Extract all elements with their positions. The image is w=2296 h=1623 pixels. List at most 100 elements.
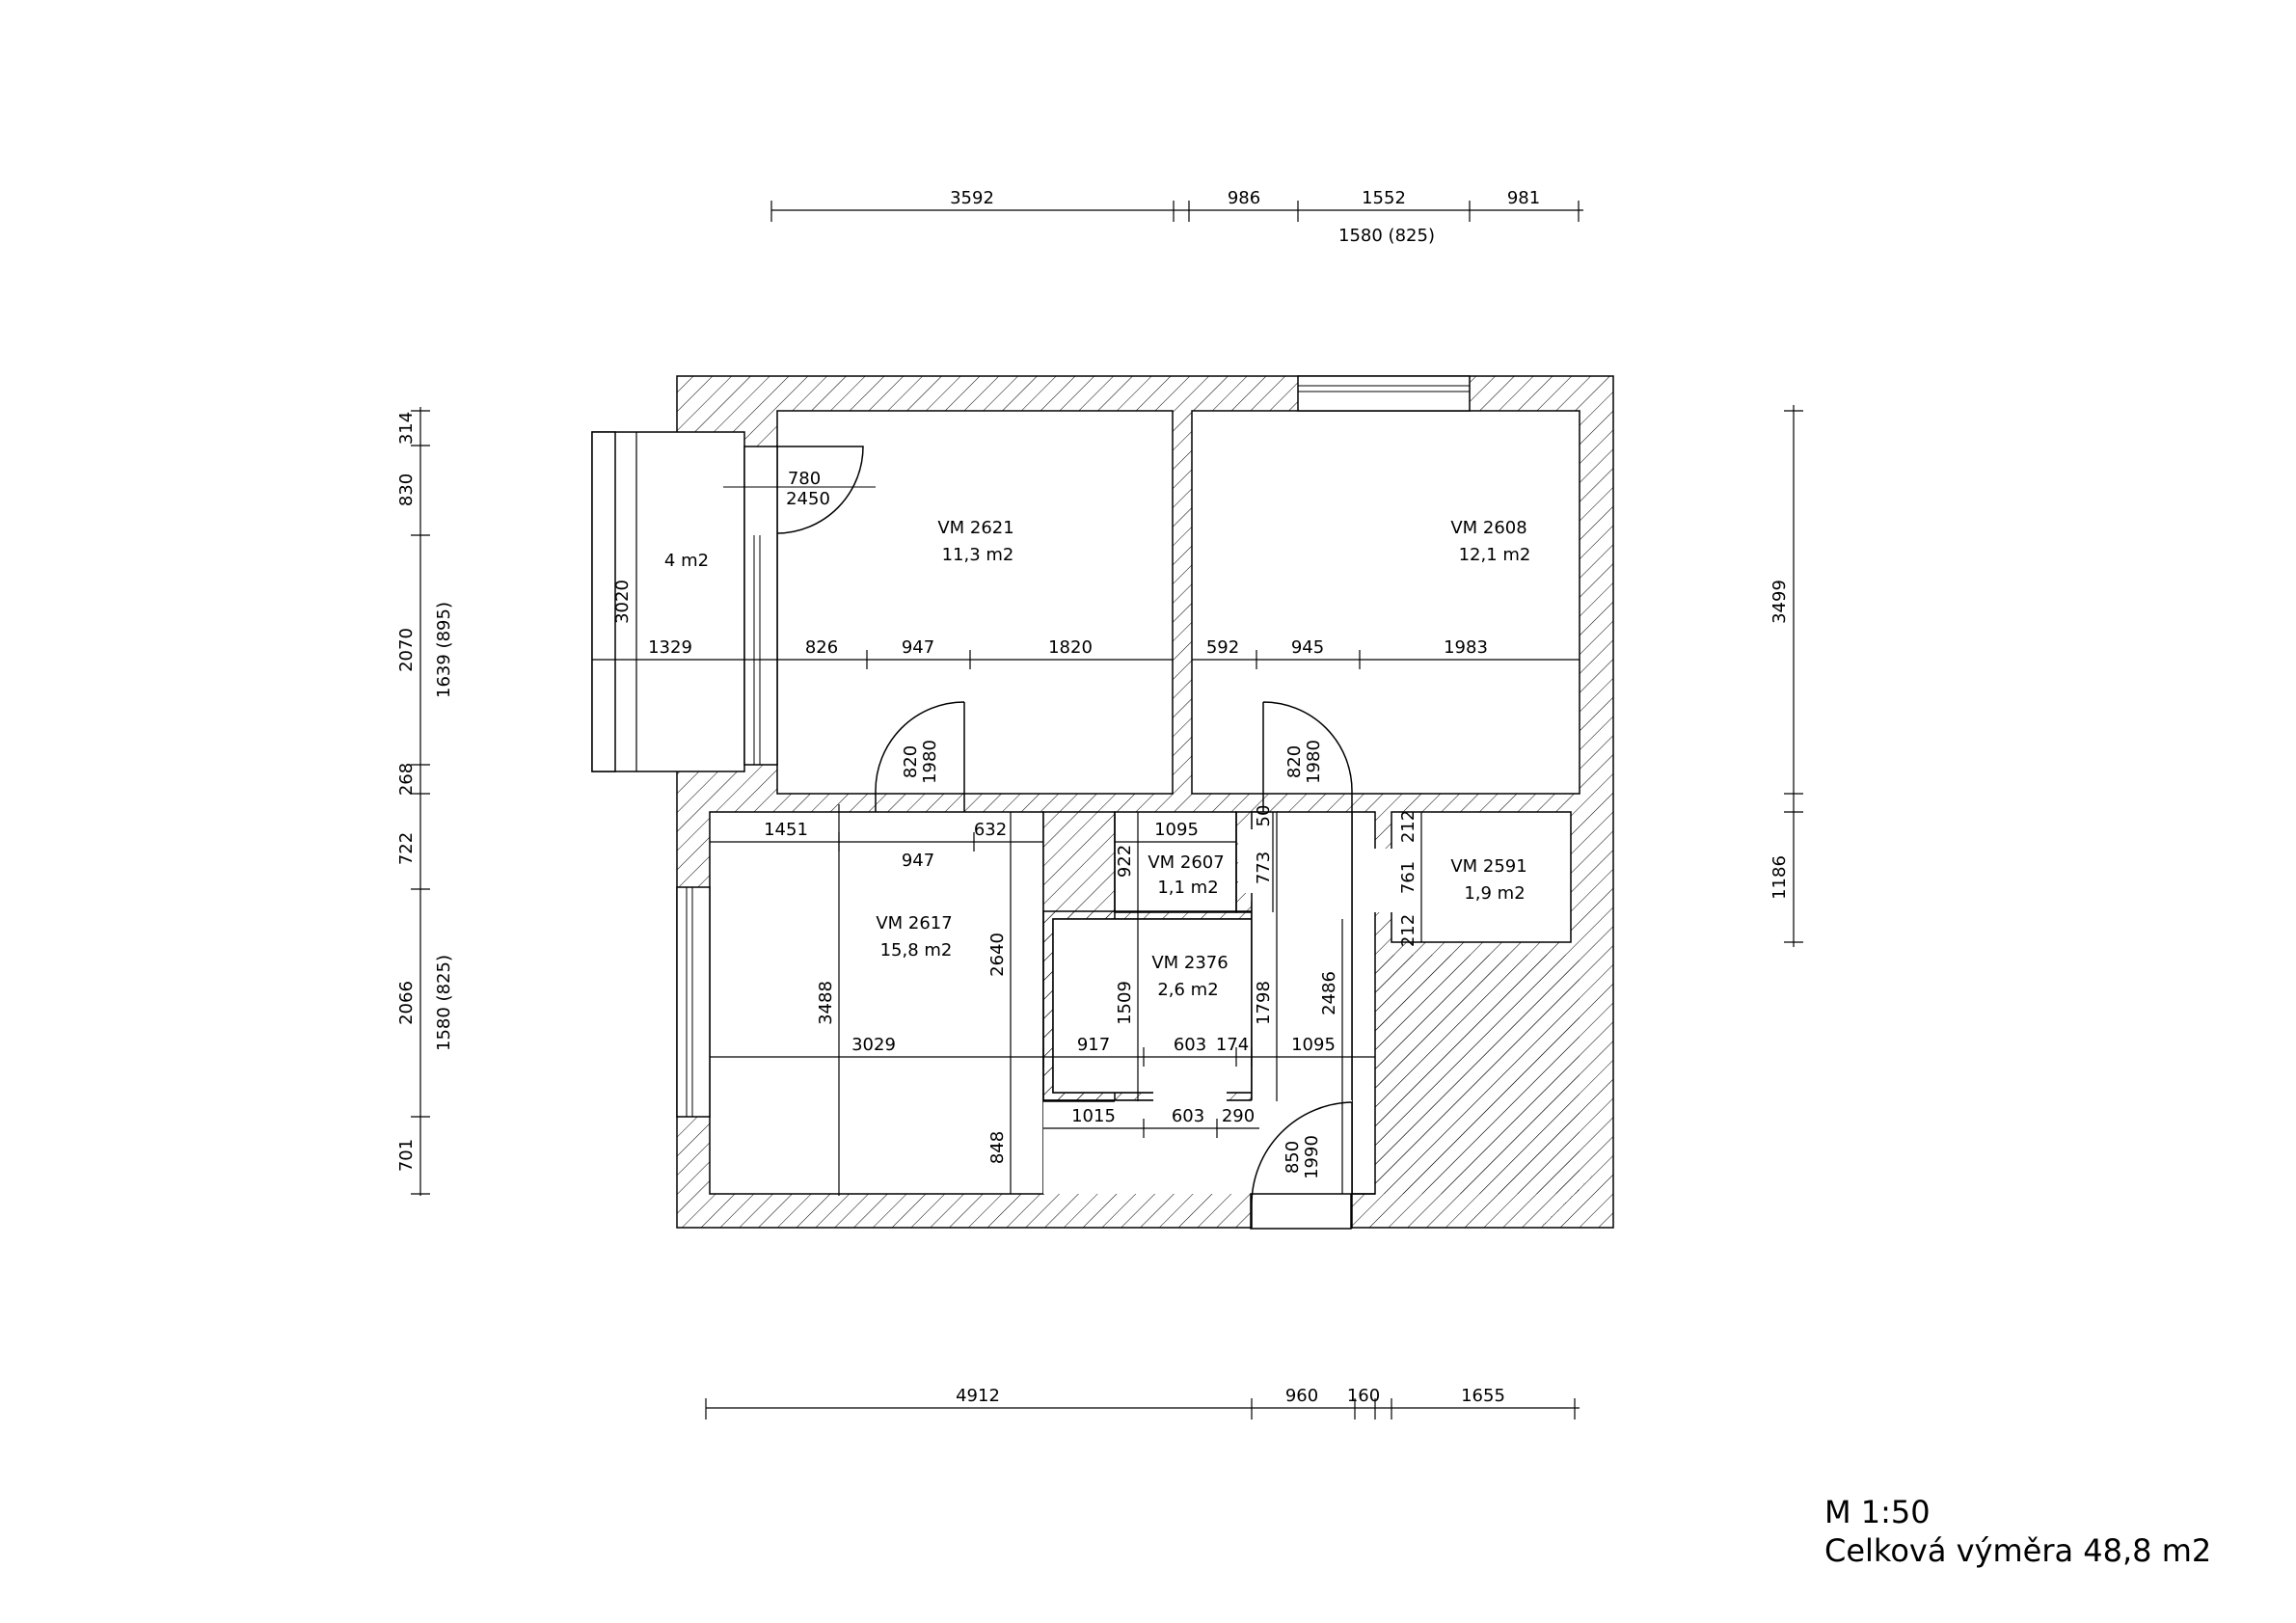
room-labels: VM 2621 11,3 m2 VM 2608 12,1 m2 VM 2617 … <box>664 518 1530 1000</box>
dim-2617-partial: 2640 <box>987 933 1008 977</box>
balcony-floor <box>591 431 745 772</box>
dim-top-3: 1552 <box>1362 188 1406 208</box>
dim-door-a-height: 1980 <box>920 740 940 784</box>
dim-left-4: 268 <box>396 763 417 796</box>
window-left <box>676 886 711 1118</box>
dimension-lines <box>411 201 1803 1420</box>
dim-balcony-height: 3020 <box>612 580 633 624</box>
room-2607-id: VM 2607 <box>1148 852 1224 873</box>
dim-2608-a: 592 <box>1206 637 1239 658</box>
dim-mid-b: 603 <box>1174 1035 1206 1055</box>
right-hatched-block <box>1375 955 1580 1194</box>
dim-corridor-1798: 1798 <box>1254 981 1274 1025</box>
legend: M 1:50 Celková výměra 48,8 m2 <box>1824 1493 2211 1570</box>
dim-balcony-width: 1329 <box>648 637 692 658</box>
dim-top-2: 986 <box>1228 188 1260 208</box>
dim-2621-c: 1820 <box>1048 637 1093 658</box>
dim-2617-width: 3029 <box>851 1035 896 1055</box>
dim-2591-gap-top: 212 <box>1398 810 1418 843</box>
dim-bottom-3: 160 <box>1347 1386 1380 1406</box>
dim-top-1: 3592 <box>950 188 994 208</box>
dim-bottom-4: 1655 <box>1461 1386 1505 1406</box>
dim-entry-door: 780 <box>788 469 821 489</box>
room-2617-area: 15,8 m2 <box>880 940 953 960</box>
dim-top-4: 981 <box>1507 188 1540 208</box>
room-2607-floor <box>1114 811 1237 913</box>
door-2608-swing <box>1262 701 1353 812</box>
dim-left-6: 2066 <box>396 981 417 1025</box>
doors <box>723 446 1392 1229</box>
room-2617-id: VM 2617 <box>876 913 952 933</box>
dim-mid-d: 1095 <box>1291 1035 1336 1055</box>
dim-left-7: 701 <box>396 1139 417 1172</box>
bath2-door-gap <box>1153 1088 1227 1101</box>
balcony-railing <box>591 431 616 772</box>
window-top <box>1297 375 1471 412</box>
scale-label: M 1:50 <box>1824 1494 1931 1530</box>
room-2376-area: 2,6 m2 <box>1157 980 1218 1000</box>
dim-2621-b: 947 <box>902 637 934 658</box>
dim-right-2: 1186 <box>1769 855 1790 900</box>
wc-door-gap <box>1238 829 1256 893</box>
wc-corridor-wall <box>1351 811 1376 1195</box>
room-2376-id: VM 2376 <box>1151 953 1228 973</box>
dim-2376-depth: 1509 <box>1115 981 1135 1025</box>
door-2621-swing <box>875 701 965 812</box>
room-2608-area: 12,1 m2 <box>1459 545 1531 565</box>
room-2608-id: VM 2608 <box>1450 518 1526 538</box>
dim-corridor-50: 50 <box>1254 805 1274 827</box>
dim-main-door-height: 1990 <box>1302 1135 1322 1179</box>
dim-left-window-1: 1639 (895) <box>434 602 454 698</box>
dim-door-a-width: 820 <box>901 745 921 778</box>
dim-bottom-2: 960 <box>1285 1386 1318 1406</box>
dim-lower-b: 603 <box>1172 1106 1204 1126</box>
dim-entry-door-height: 2450 <box>786 489 830 509</box>
room-2591-area: 1,9 m2 <box>1464 883 1525 904</box>
dim-2617-depth: 3488 <box>816 981 836 1025</box>
room-2607-area: 1,1 m2 <box>1157 878 1218 898</box>
dim-corridor-773: 773 <box>1254 852 1274 884</box>
room-2376-inner <box>1052 918 1253 1094</box>
room-2591-id: VM 2591 <box>1450 856 1526 877</box>
room-2621-floor <box>776 410 1174 795</box>
dim-left-3: 2070 <box>396 628 417 672</box>
door-main-swing <box>1251 1101 1353 1229</box>
dim-bottom-1: 4912 <box>956 1386 1000 1406</box>
dim-2591-gap-bottom: 212 <box>1398 914 1418 947</box>
dim-top-window: 1580 (825) <box>1338 226 1435 246</box>
dim-mid-a: 917 <box>1077 1035 1110 1055</box>
door-balcony-swing <box>776 446 864 534</box>
dim-corridor-2486: 2486 <box>1319 971 1339 1015</box>
dim-2608-b: 945 <box>1291 637 1324 658</box>
dim-2621-a: 826 <box>805 637 838 658</box>
dim-mid-c: 174 <box>1216 1035 1249 1055</box>
bath-door-gap <box>1373 849 1392 912</box>
balcony-door-frame <box>743 446 778 766</box>
dim-door-b-height: 1980 <box>1304 740 1324 784</box>
dim-left-5: 722 <box>396 832 417 865</box>
room-2621-area: 11,3 m2 <box>942 545 1014 565</box>
dim-2617-opening: 947 <box>902 851 934 871</box>
dim-2617-top-b: 632 <box>974 820 1007 840</box>
dim-2591-depth: 761 <box>1398 861 1418 894</box>
dim-lower-c: 290 <box>1222 1106 1255 1126</box>
dim-lower-a: 1015 <box>1071 1106 1116 1126</box>
main-door-gap <box>1250 1193 1352 1230</box>
dim-2607-width: 1095 <box>1154 820 1199 840</box>
room-2617-floor <box>709 811 1044 1195</box>
dim-left-2: 830 <box>396 473 417 506</box>
dim-2617-top-a: 1451 <box>764 820 808 840</box>
dim-right-1: 3499 <box>1769 580 1790 624</box>
dim-2608-c: 1983 <box>1444 637 1488 658</box>
walls <box>591 375 1614 1230</box>
room-2621-id: VM 2621 <box>937 518 1013 538</box>
dimension-texts: 3592 986 1552 981 1580 (825) 4912 960 16… <box>396 188 1790 1406</box>
dim-door-b-width: 820 <box>1284 745 1305 778</box>
total-area-label: Celková výměra 48,8 m2 <box>1824 1532 2212 1569</box>
room-2608-floor <box>1191 410 1580 795</box>
dim-2607-depth: 922 <box>1115 845 1135 878</box>
dim-left-window-2: 1580 (825) <box>434 955 454 1051</box>
dim-main-door-width: 850 <box>1283 1141 1303 1174</box>
dim-left-1: 314 <box>396 412 417 445</box>
